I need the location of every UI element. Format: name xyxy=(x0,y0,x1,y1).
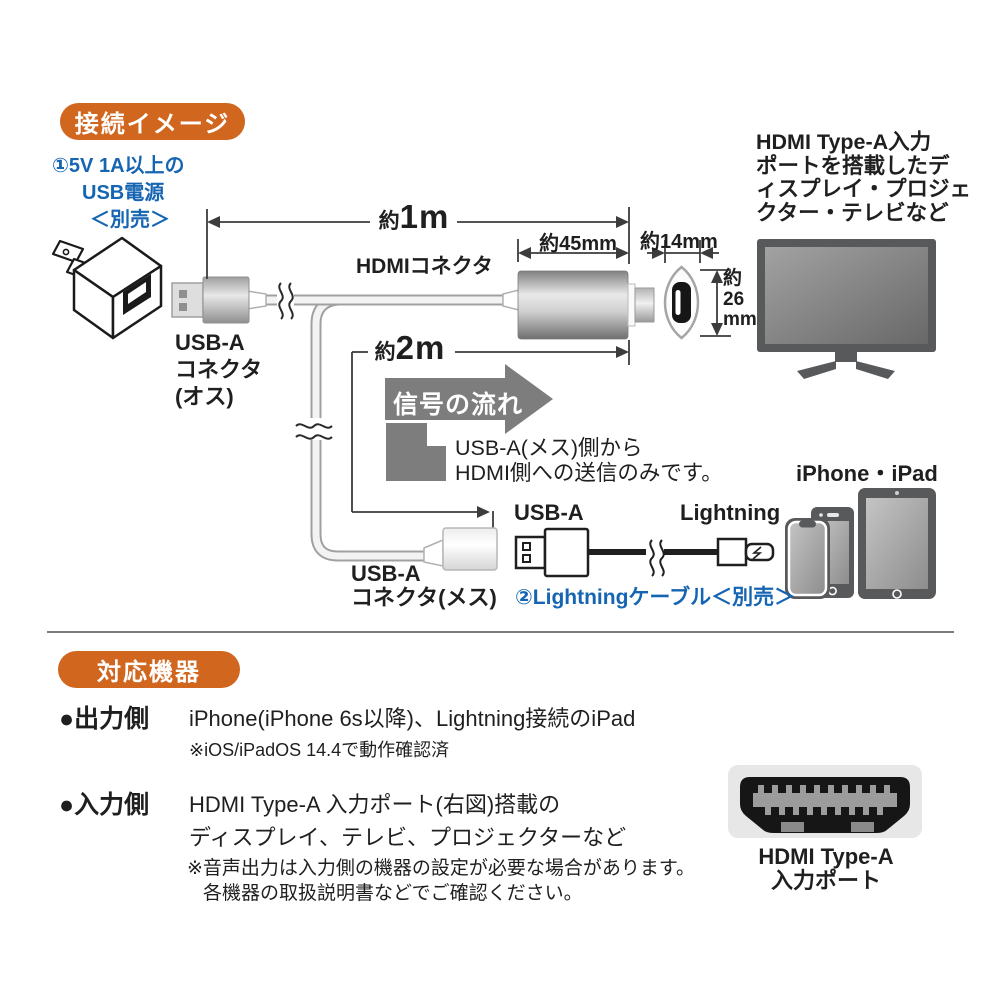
hdmi-port-label-line2: 入力ポート xyxy=(770,868,881,893)
display-note-line2: ポートを搭載したデ xyxy=(756,153,950,178)
input-side-text-line1: HDMI Type-A 入力ポート(右図)搭載の xyxy=(189,792,561,817)
hdmi-converter xyxy=(517,270,655,340)
cable2-usb-a-label: USB-A xyxy=(514,500,584,525)
display-devices-note: HDMI Type-A入力 ポートを搭載したデ ィスプレイ・プロジェ クター・テ… xyxy=(756,130,972,225)
input-side-heading: ●入力側 xyxy=(59,791,150,819)
cable-break-mark xyxy=(277,282,333,440)
dim-26mm-line1: 約 xyxy=(723,268,743,289)
hdmi-port-art xyxy=(728,765,922,838)
display-note-line1: HDMI Type-A入力 xyxy=(756,130,932,154)
section-divider xyxy=(47,631,954,633)
dim-2m-prefix: 約 xyxy=(374,341,396,364)
hdmi-port-label-line1: HDMI Type-A xyxy=(758,844,894,869)
power-note-line1: ①5V 1A以上の xyxy=(52,155,185,177)
output-side-note: ※iOS/iPadOS 14.4で動作確認済 xyxy=(189,740,450,760)
usb-male-line3: (オス) xyxy=(175,384,234,409)
hdmi-port-label: HDMI Type-A 入力ポート xyxy=(746,845,906,893)
cable2-lightning-label: Lightning xyxy=(680,500,781,525)
input-side-note-line2: 各機器の取扱説明書などでご確認ください。 xyxy=(203,883,583,904)
usb-a-female-label: USB-A コネクタ(メス) xyxy=(351,562,497,610)
iphone-ipad-label: iPhone・iPad xyxy=(796,461,938,486)
signal-flow-note: USB-A(メス)側から HDMI側への送信のみです。 xyxy=(455,436,723,486)
dim-26mm-line3: mm xyxy=(723,309,757,330)
lightning-cable-note: ②Lightningケーブル＜別売＞ xyxy=(515,586,796,609)
dim-26mm-line2: 26 xyxy=(723,288,745,310)
usb-female-line2: コネクタ(メス) xyxy=(351,585,497,610)
input-side-note-line1: ※音声出力は入力側の機器の設定が必要な場合があります。 xyxy=(187,858,696,879)
output-side-heading: ●出力側 xyxy=(59,705,150,733)
usb-male-line1: USB-A xyxy=(175,330,245,355)
hdmi-end-view xyxy=(663,265,700,340)
lightning-bolt-icon xyxy=(751,546,763,560)
lightning-cable-art xyxy=(514,527,775,578)
dim-2m-value: 2m xyxy=(395,329,446,366)
signal-note-line1: USB-A(メス)側から xyxy=(455,436,643,460)
power-note-line2: USB電源 xyxy=(82,182,165,204)
usb-a-female-connector xyxy=(442,527,498,571)
usb-a-male-connector xyxy=(171,276,250,324)
hdmi-connector-label: HDMIコネクタ xyxy=(356,255,493,278)
display-monitor xyxy=(757,239,936,379)
section-badge-compat: 対応機器 xyxy=(58,651,240,688)
section-badge-connection: 接続イメージ xyxy=(60,103,245,140)
signal-note-line2: HDMI側への送信のみです。 xyxy=(455,461,723,485)
usb-male-line2: コネクタ xyxy=(175,357,263,382)
signal-flow-arrow xyxy=(385,364,553,481)
dim-1m-prefix: 約 xyxy=(378,210,400,233)
adapter-cable xyxy=(262,294,504,562)
power-note-line3: ＜別売＞ xyxy=(90,209,170,231)
iphone-ipad-devices xyxy=(785,488,936,599)
power-supply-note: ①5V 1A以上の USB電源 ＜別売＞ xyxy=(52,153,185,234)
dim-1m-value: 1m xyxy=(399,198,450,235)
output-side-text: iPhone(iPhone 6s以降)、Lightning接続のiPad xyxy=(189,706,636,731)
usb-power-adapter xyxy=(51,236,163,340)
display-note-line3: ィスプレイ・プロジェ xyxy=(756,177,972,201)
dimension-label-14mm: 約14mm xyxy=(640,231,718,253)
usb-female-line1: USB-A xyxy=(351,561,421,586)
signal-flow-label: 信号の流れ xyxy=(393,391,524,419)
dimension-label-26mm: 約 26 mm xyxy=(723,268,757,331)
usb-a-male-label: USB-A コネクタ (オス) xyxy=(175,329,262,410)
display-note-line4: クター・テレビなど xyxy=(756,200,949,225)
dimension-label-45mm: 約45mm xyxy=(539,233,617,255)
input-side-text-line2: ディスプレイ、テレビ、プロジェクターなど xyxy=(189,825,627,850)
dimension-lines xyxy=(206,207,731,531)
